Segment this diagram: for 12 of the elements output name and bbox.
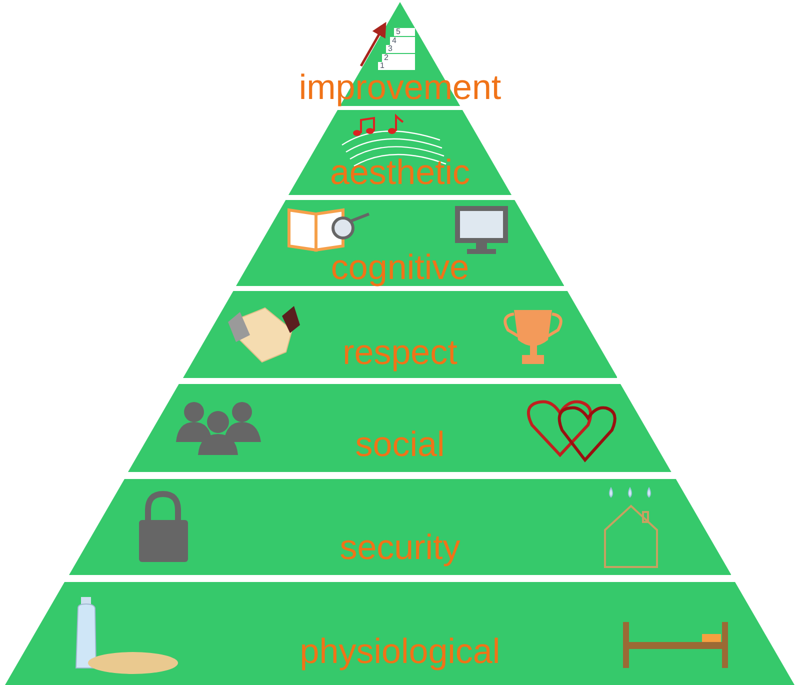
layer-label: respect — [342, 333, 458, 373]
layer-label: social — [355, 425, 445, 465]
layer-label: cognitive — [330, 248, 470, 288]
layer-label: aesthetic — [330, 153, 470, 193]
step-bar: 1 — [378, 62, 415, 70]
pyramid-layer — [68, 479, 732, 575]
step-bar: 5 — [394, 28, 415, 36]
pyramid-layer — [128, 384, 672, 472]
step-bar: 3 — [386, 45, 415, 53]
layer-label: physiological — [300, 632, 500, 672]
layer-label: security — [340, 528, 460, 568]
pyramid-layer — [5, 582, 795, 685]
